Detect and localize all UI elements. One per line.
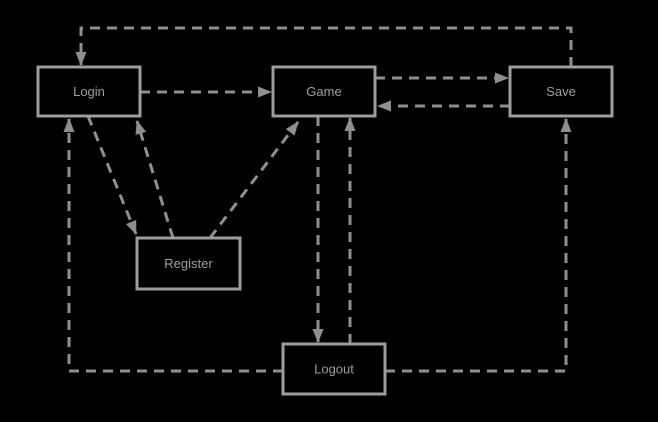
node-save: Save [508, 65, 614, 118]
node-register-label: Register [164, 256, 213, 271]
edge-layer [63, 26, 573, 373]
edge-save-to-login [75, 26, 573, 67]
node-login: Login [36, 65, 142, 118]
node-login-box [36, 65, 142, 118]
node-save-box [508, 65, 614, 118]
edge-logout-to-save [385, 118, 572, 373]
edge-login-to-register [86, 115, 138, 235]
node-game-label: Game [306, 84, 341, 99]
node-save-label: Save [546, 84, 576, 99]
node-game: Game [271, 65, 377, 118]
edge-logout-to-login [63, 118, 283, 373]
node-logout-box [281, 342, 387, 396]
edge-register-to-game [208, 121, 300, 239]
node-register-box [135, 236, 242, 291]
edge-register-to-login [135, 120, 175, 239]
node-login-label: Login [73, 84, 105, 99]
node-logout: Logout [281, 342, 387, 396]
node-register: Register [135, 236, 242, 291]
node-logout-label: Logout [314, 362, 354, 377]
node-game-box [271, 65, 377, 118]
